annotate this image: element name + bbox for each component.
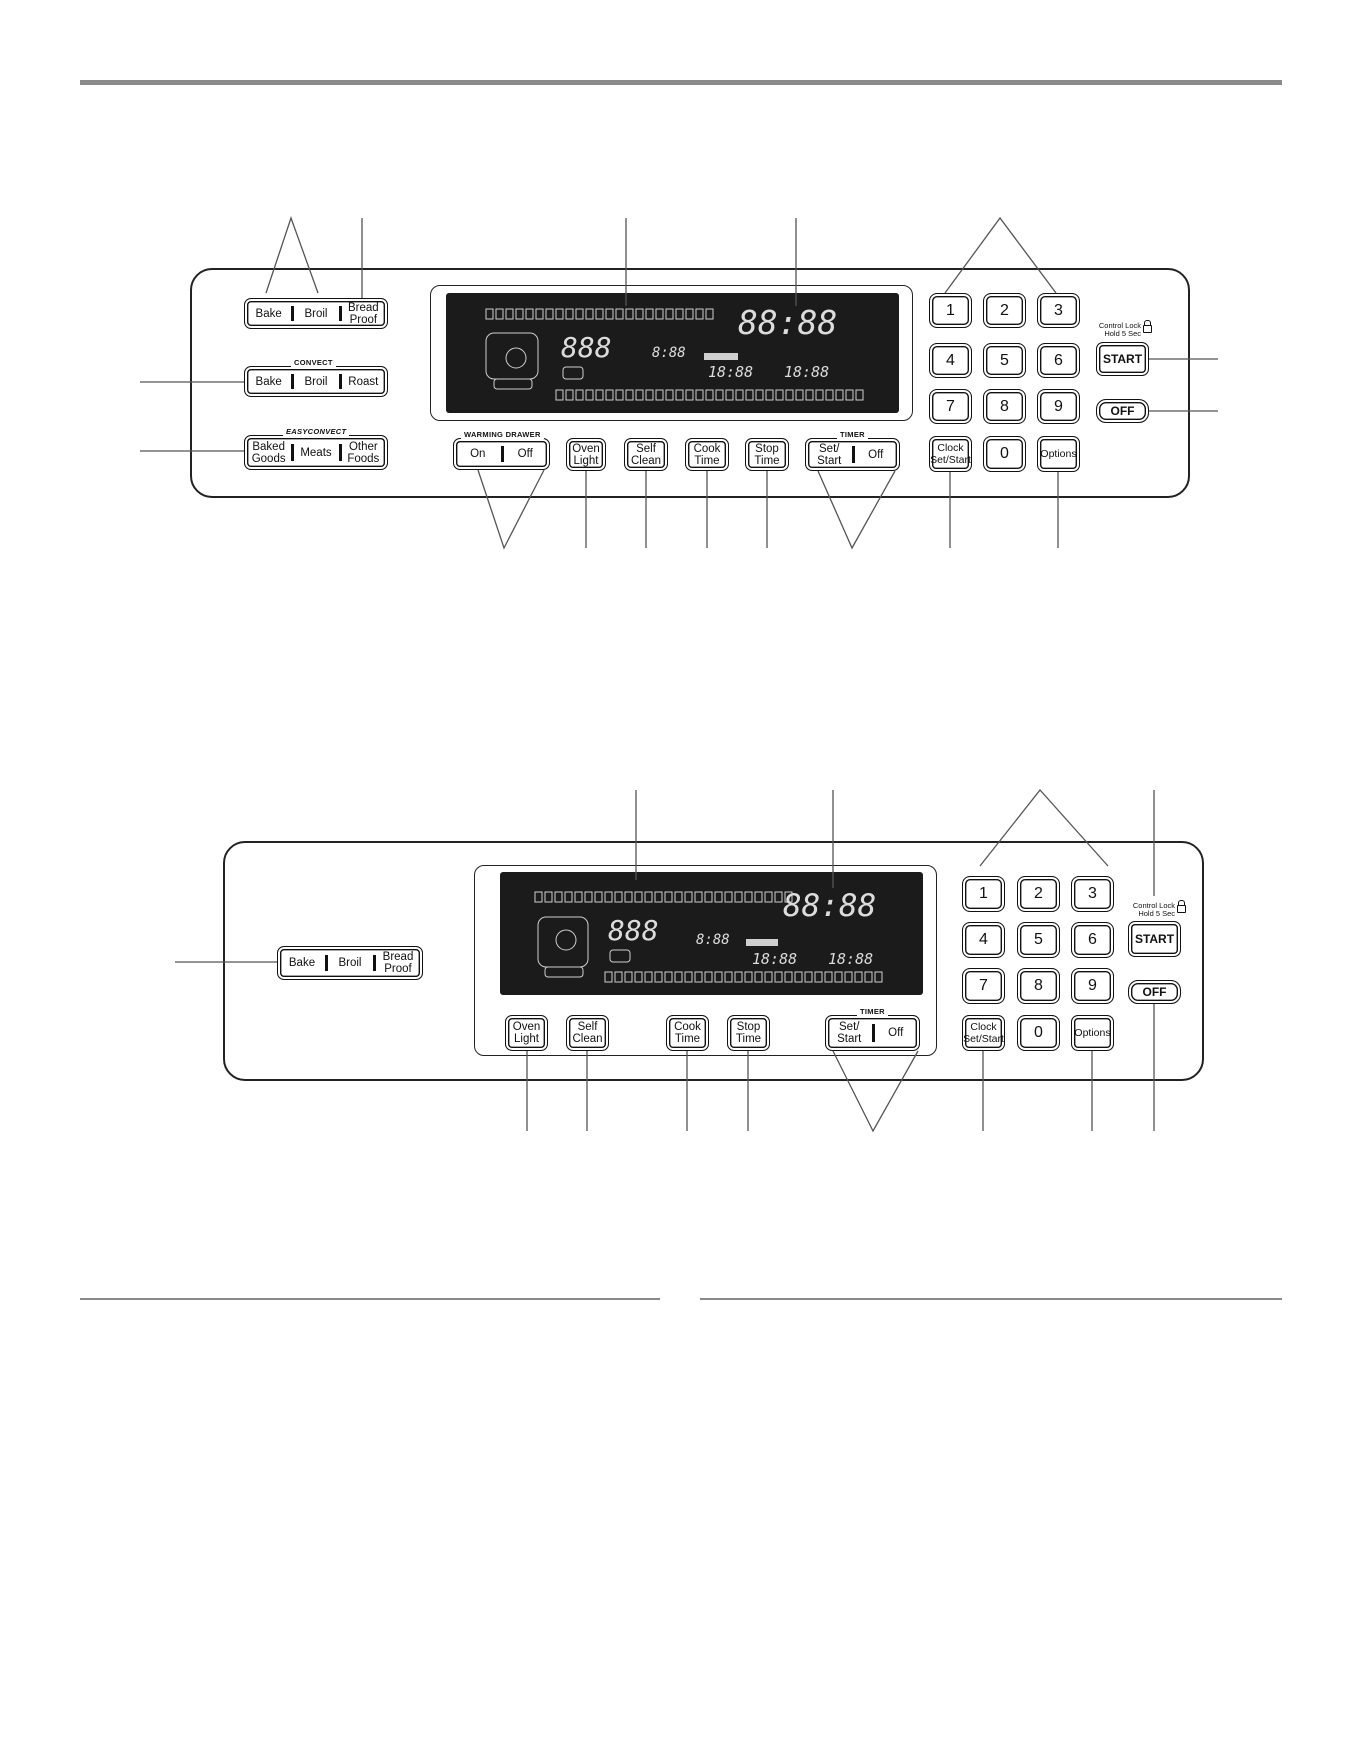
bottom-broil-button[interactable]: Broil — [325, 947, 374, 979]
easyconvect-button-group: Baked Goods Meats Other Foods — [244, 435, 388, 470]
bottom-off-button[interactable]: OFF — [1128, 980, 1181, 1004]
keypad-7[interactable]: 7 — [929, 389, 972, 424]
bottom-lcd-time-2: 18:88 — [828, 950, 874, 968]
other-foods-button[interactable]: Other Foods — [338, 436, 387, 469]
broil-button[interactable]: Broil — [291, 299, 339, 328]
stop-time-button[interactable]: Stop Time — [745, 438, 789, 471]
bottom-lcd-time-1: 18:88 — [752, 950, 798, 968]
keypad-9[interactable]: 9 — [1037, 389, 1080, 424]
bottom-lcd-clock: 88:88 — [783, 888, 877, 924]
bottom-keypad-0[interactable]: 0 — [1017, 1015, 1060, 1051]
bottom-stop-time-button[interactable]: Stop Time — [727, 1015, 770, 1051]
timer-label: TIMER — [837, 430, 868, 439]
bottom-keypad-3[interactable]: 3 — [1071, 876, 1114, 912]
timer-set-start-button[interactable]: Set/ Start — [817, 442, 842, 467]
bottom-oven-light-button[interactable]: Oven Light — [505, 1015, 548, 1051]
bottom-keypad-8[interactable]: 8 — [1017, 968, 1060, 1004]
bottom-keypad-2[interactable]: 2 — [1017, 876, 1060, 912]
bottom-cook-time-button[interactable]: Cook Time — [666, 1015, 709, 1051]
bottom-lock-shackle-icon — [1178, 900, 1185, 906]
bottom-keypad-5[interactable]: 5 — [1017, 922, 1060, 958]
keypad-3[interactable]: 3 — [1037, 293, 1080, 328]
bottom-keypad-1[interactable]: 1 — [962, 876, 1005, 912]
self-clean-button[interactable]: Self Clean — [624, 438, 668, 471]
keypad-0[interactable]: 0 — [983, 436, 1026, 472]
easyconvect-label: EASYCONVECT — [283, 427, 350, 436]
bottom-start-button[interactable]: START — [1128, 921, 1181, 957]
bottom-control-lock-label: Control Lock Hold 5 Sec — [1132, 901, 1175, 918]
bottom-keypad-7[interactable]: 7 — [962, 968, 1005, 1004]
keypad-5[interactable]: 5 — [983, 343, 1026, 378]
keypad-8[interactable]: 8 — [983, 389, 1026, 424]
warming-drawer-off-button[interactable]: Off — [500, 439, 550, 469]
bottom-keypad-6[interactable]: 6 — [1071, 922, 1114, 958]
bottom-lcd-small-temp: 8:88 — [696, 932, 730, 948]
timer-off-button[interactable]: Off — [851, 439, 900, 470]
bottom-lcd-temp: 888 — [608, 914, 659, 947]
bottom-lock-icon — [1177, 905, 1186, 913]
lock-shackle-icon — [1144, 320, 1151, 326]
lcd-clock: 88:88 — [738, 303, 838, 342]
meats-button[interactable]: Meats — [291, 436, 339, 469]
section-rule-left — [80, 1298, 660, 1300]
bottom-timer-label: TIMER — [857, 1007, 888, 1016]
mode-button-group: Bake Broil Bread Proof — [244, 298, 388, 329]
keypad-1[interactable]: 1 — [929, 293, 972, 328]
clock-set-start-button[interactable]: Clock Set/Start — [929, 436, 972, 472]
convect-roast-button[interactable]: Roast — [338, 367, 387, 396]
lcd-display-top: 888 8:88 88:88 18:88 18:88 — [446, 293, 899, 413]
convect-bake-button[interactable]: Bake — [255, 375, 282, 388]
control-lock-label: Control Lock Hold 5 Sec — [1098, 321, 1141, 338]
keypad-6[interactable]: 6 — [1037, 343, 1080, 378]
bottom-self-clean-button[interactable]: Self Clean — [566, 1015, 609, 1051]
start-button[interactable]: START — [1096, 342, 1149, 376]
bottom-clock-set-start-button[interactable]: Clock Set/Start — [962, 1015, 1005, 1051]
bottom-keypad-4[interactable]: 4 — [962, 922, 1005, 958]
keypad-4[interactable]: 4 — [929, 343, 972, 378]
baked-goods-button[interactable]: Baked Goods — [251, 440, 286, 465]
top-rule — [80, 80, 1282, 85]
lcd-graphics-top — [485, 308, 864, 401]
bottom-timer-off-button[interactable]: Off — [871, 1016, 920, 1050]
bottom-timer-set-start-button[interactable]: Set/ Start — [837, 1021, 862, 1045]
bottom-bread-proof-button[interactable]: Bread Proof — [373, 947, 422, 979]
lock-icon — [1143, 325, 1152, 333]
bottom-bake-button[interactable]: Bake — [288, 957, 316, 969]
lcd-time-2: 18:88 — [784, 363, 830, 381]
section-rule-right — [700, 1298, 1282, 1300]
oven-light-button[interactable]: Oven Light — [566, 438, 606, 471]
cook-time-button[interactable]: Cook Time — [685, 438, 729, 471]
bottom-mode-button-group: Bake Broil Bread Proof — [277, 946, 423, 980]
bake-button[interactable]: Bake — [255, 307, 282, 320]
bread-proof-button[interactable]: Bread Proof — [338, 299, 387, 328]
keypad-2[interactable]: 2 — [983, 293, 1026, 328]
lcd-temp: 888 — [561, 331, 612, 364]
lcd-small-temp: 8:88 — [652, 345, 686, 361]
off-button[interactable]: OFF — [1096, 399, 1149, 423]
convect-broil-button[interactable]: Broil — [291, 367, 339, 396]
options-button[interactable]: Options — [1037, 436, 1080, 472]
bottom-options-button[interactable]: Options — [1071, 1015, 1114, 1051]
lcd-graphics-bottom — [534, 891, 883, 983]
warming-drawer-label: WARMING DRAWER — [461, 430, 544, 439]
warming-drawer-on-button[interactable]: On — [470, 448, 486, 460]
lcd-time-1: 18:88 — [708, 363, 754, 381]
bottom-keypad-9[interactable]: 9 — [1071, 968, 1114, 1004]
convect-label: CONVECT — [291, 358, 336, 367]
lcd-display-bottom: 888 8:88 88:88 18:88 18:88 — [500, 872, 923, 995]
